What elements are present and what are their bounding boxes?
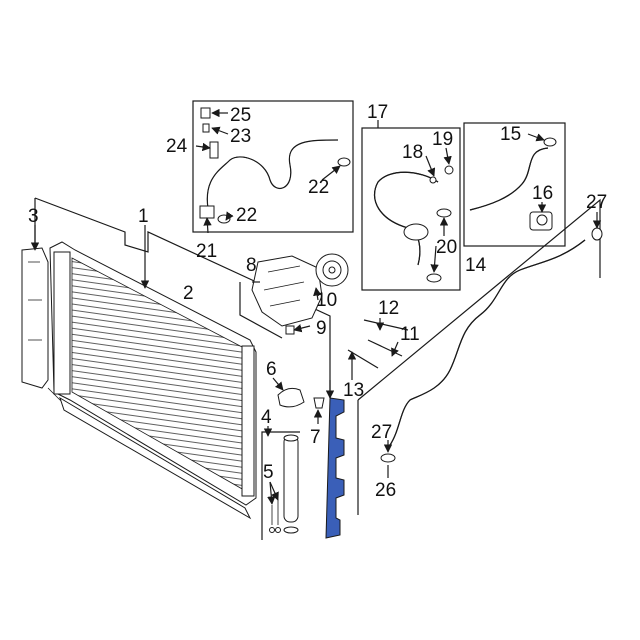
suction-hose-box (192, 100, 354, 233)
callout-16: 16 (532, 183, 553, 204)
receiver-drier-box (261, 431, 300, 540)
callout-5: 5 (263, 462, 274, 483)
callout-6: 6 (266, 359, 277, 380)
receiver-drier-bracket (277, 387, 305, 408)
callout-27-upper: 27 (586, 192, 607, 213)
compressor-box (239, 253, 349, 339)
condenser-seal-highlighted (325, 397, 345, 539)
callout-10: 10 (316, 290, 337, 311)
callout-22-upper: 22 (308, 177, 329, 198)
condenser (47, 241, 257, 520)
callout-24: 24 (166, 136, 188, 157)
condenser-side-bracket (21, 247, 49, 389)
bolts-group (347, 319, 409, 369)
callout-25: 25 (230, 105, 251, 126)
callout-8: 8 (246, 255, 257, 276)
callout-3: 3 (28, 206, 39, 227)
callout-21: 21 (196, 241, 217, 262)
callout-23: 23 (230, 126, 251, 147)
callout-7: 7 (310, 427, 321, 448)
callout-13: 13 (343, 380, 364, 401)
callout-22-lower: 22 (236, 205, 257, 226)
leader-lines (30, 108, 602, 505)
callout-2: 2 (183, 283, 194, 304)
callout-1: 1 (138, 206, 149, 227)
callout-12: 12 (378, 298, 399, 319)
callout-11: 11 (400, 324, 420, 345)
discharge-hose-box (361, 127, 461, 291)
callout-20: 20 (436, 237, 457, 258)
callout-27-lower: 27 (371, 422, 392, 443)
callout-19: 19 (432, 129, 453, 150)
callout-14: 14 (465, 255, 487, 276)
callout-17: 17 (367, 102, 388, 123)
callout-18: 18 (402, 142, 423, 163)
drier-plug (313, 397, 325, 409)
pressure-line-frame (357, 198, 603, 515)
callout-labels: 1 2 3 4 5 6 7 8 9 10 11 12 13 14 15 16 1… (28, 102, 607, 501)
callout-4: 4 (261, 407, 272, 428)
callout-9: 9 (316, 318, 327, 339)
callout-26: 26 (375, 480, 396, 501)
callout-15: 15 (500, 124, 521, 145)
